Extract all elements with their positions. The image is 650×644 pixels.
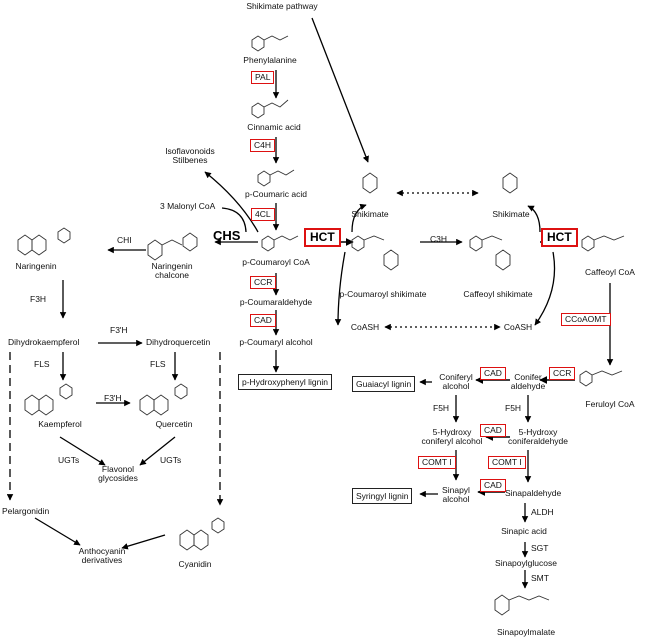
- enzyme-f5h-left: F5H: [433, 403, 450, 413]
- enzyme-chi: CHI: [117, 235, 132, 245]
- shikimate-right-structure: [502, 172, 518, 194]
- enzyme-cad-1: CAD: [480, 367, 506, 381]
- coumaric-acid-structure: [257, 169, 295, 187]
- arrow-ugts-right: [139, 436, 176, 466]
- enzyme-fls-left: FLS: [34, 359, 50, 369]
- enzyme-hct-left: HCT: [304, 228, 341, 248]
- enzyme-pal: PAL: [251, 71, 275, 85]
- enzyme-4cl: 4CL: [251, 208, 275, 222]
- enzyme-ugts-left: UGTs: [58, 455, 80, 465]
- label-pelargonidin: Pelargonidin: [2, 506, 50, 516]
- label-guaiacyl-lignin: Guaiacyl lignin: [352, 376, 416, 392]
- label-hydroxy-coniferaldehyde: 5-Hydroxy coniferaldehyde: [507, 427, 569, 447]
- label-caffeoyl-coa: Caffeoyl CoA: [585, 267, 635, 277]
- enzyme-chs: CHS: [213, 228, 241, 243]
- enzyme-c4h: C4H: [250, 139, 276, 153]
- arrow-shikimate-left: [351, 203, 367, 233]
- label-coniferaldehyde: Conifer aldehyde: [510, 372, 546, 392]
- label-sinapic-acid: Sinapic acid: [501, 526, 547, 536]
- label-coumaroyl-coa: p-Coumaroyl CoA: [242, 257, 310, 267]
- chalcone-structure: [147, 232, 198, 261]
- label-syringyl-lignin: Syringyl lignin: [352, 488, 413, 504]
- label-hydroxy-coniferyl-alcohol: 5-Hydroxy coniferyl alcohol: [421, 427, 483, 447]
- phenylalanine-structure: [251, 35, 289, 52]
- label-phenylalanine: Phenylalanine: [243, 55, 297, 65]
- enzyme-comt-left: COMT I: [418, 456, 456, 470]
- enzyme-ccr-left: CCR: [250, 276, 277, 290]
- label-sinapoylglucose: Sinapoylglucose: [495, 558, 557, 568]
- cyanidin-structure: [179, 517, 225, 551]
- label-anthocyanin-derivatives: Anthocyanin derivatives: [78, 546, 126, 566]
- enzyme-f5h-right: F5H: [505, 403, 522, 413]
- label-shikimate-right: Shikimate: [492, 209, 530, 219]
- sinapoylmalate-structure: [494, 594, 550, 616]
- arrow-coash-left: [334, 251, 346, 326]
- enzyme-hct-right: HCT: [541, 228, 578, 248]
- label-coumaraldehyde: p-Coumaraldehyde: [239, 297, 313, 307]
- arrow-isoflavonoids: [204, 171, 259, 233]
- label-coash-right: CoASH: [503, 322, 533, 332]
- label-quercetin: Quercetin: [155, 419, 193, 429]
- label-naringenin: Naringenin: [15, 261, 57, 271]
- enzyme-cad-2: CAD: [480, 424, 506, 438]
- label-isoflavonoids: Isoflavonoids Stilbenes: [165, 146, 215, 166]
- enzyme-sgt: SGT: [531, 543, 549, 553]
- arrow-ugts-left: [59, 436, 106, 466]
- label-coniferyl-alcohol: Coniferyl alcohol: [439, 372, 473, 392]
- enzyme-f3h-prime: F3'H: [110, 325, 128, 335]
- label-h-lignin: p-Hydroxyphenyl lignin: [238, 374, 332, 390]
- label-cyanidin: Cyanidin: [178, 559, 212, 569]
- label-coumaric-acid: p-Coumaric acid: [245, 189, 307, 199]
- naringenin-structure: [17, 227, 71, 256]
- label-sinapoylmalate: Sinapoylmalate: [496, 627, 556, 637]
- label-cinnamic-acid: Cinnamic acid: [247, 122, 301, 132]
- label-sinapaldehyde: Sinapaldehyde: [505, 488, 562, 498]
- arrow-pelargonidin-anthocyanin: [34, 517, 81, 546]
- label-caffeoyl-shikimate: Caffeoyl shikimate: [463, 289, 533, 299]
- arrow-malonyl: [221, 207, 247, 233]
- coumaroyl-shikimate-structure: [351, 235, 399, 271]
- kaempferol-structure: [24, 383, 73, 416]
- enzyme-comt-right: COMT I: [488, 456, 526, 470]
- enzyme-aldh: ALDH: [531, 507, 554, 517]
- arrow-shikimate-right: [527, 205, 541, 233]
- arrow-cyanidin-anthocyanin: [121, 534, 166, 550]
- label-sinapyl-alcohol: Sinapyl alcohol: [442, 485, 470, 505]
- label-kaempferol: Kaempferol: [38, 419, 82, 429]
- quercetin-structure: [139, 383, 188, 416]
- enzyme-c3h: C3H: [430, 234, 448, 244]
- label-shikimate-pathway: Shikimate pathway: [246, 1, 318, 11]
- enzyme-f3h: F3H: [30, 294, 47, 304]
- arrow-shikimate-pathway: [311, 17, 369, 163]
- label-flavonol-glycosides: Flavonol glycosides: [98, 464, 138, 484]
- enzyme-ccr-right: CCR: [549, 367, 576, 381]
- enzyme-cad-3: CAD: [480, 479, 506, 493]
- label-dihydroquercetin: Dihydroquercetin: [146, 337, 211, 347]
- feruloyl-coa-structure: [579, 370, 623, 387]
- label-feruloyl-coa: Feruloyl CoA: [585, 399, 635, 409]
- enzyme-ccoaomt: CCoAOMT: [561, 313, 611, 327]
- enzyme-cad-left: CAD: [250, 314, 276, 328]
- caffeoyl-coa-structure: [581, 235, 625, 252]
- label-coumaroyl-shikimate: p-Coumaroyl shikimate: [339, 289, 427, 299]
- shikimate-left-structure: [362, 172, 378, 194]
- enzyme-smt: SMT: [531, 573, 549, 583]
- label-malonyl-coa: 3 Malonyl CoA: [160, 201, 216, 211]
- caffeoyl-shikimate-structure: [469, 235, 511, 271]
- label-shikimate-left: Shikimate: [351, 209, 389, 219]
- cinnamic-acid-structure: [251, 99, 289, 119]
- label-coumaryl-alcohol: p-Coumaryl alcohol: [239, 337, 313, 347]
- coumaroyl-coa-structure: [261, 235, 299, 252]
- label-dihydrokaempferol: Dihydrokaempferol: [8, 337, 80, 347]
- arrow-coash-right: [534, 251, 556, 326]
- label-naringenin-chalcone: Naringenin chalcone: [151, 261, 193, 281]
- enzyme-ugts-right: UGTs: [160, 455, 182, 465]
- enzyme-fls-right: FLS: [150, 359, 166, 369]
- label-coash-left: CoASH: [350, 322, 380, 332]
- enzyme-f3h-prime-2: F3'H: [104, 393, 122, 403]
